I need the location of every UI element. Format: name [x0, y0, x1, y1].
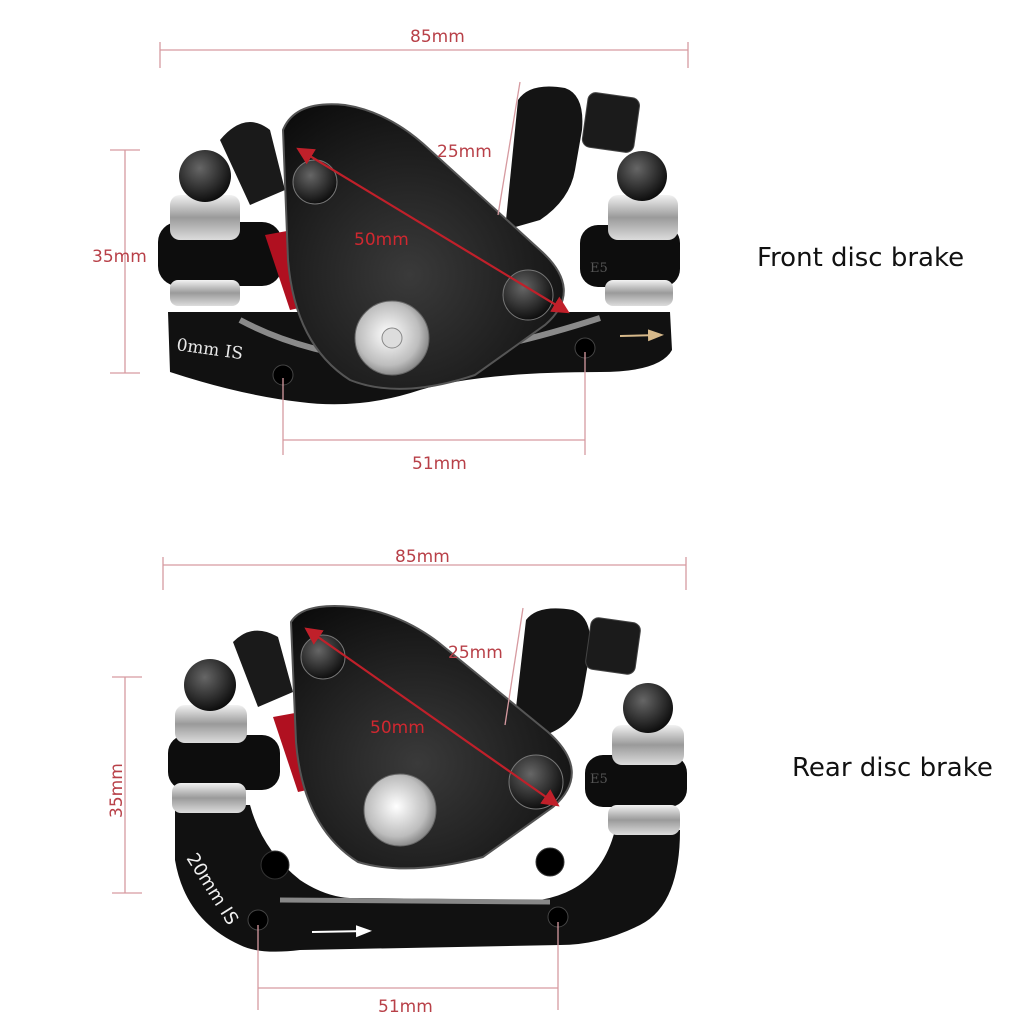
bolt-head-icon	[623, 683, 673, 733]
center-bolt-icon	[363, 773, 437, 847]
cable-clamp	[220, 122, 285, 205]
front-brake: 0mm IS E5	[158, 150, 680, 405]
rear-diagonal-label: 50mm	[370, 718, 425, 738]
front-caption: Front disc brake	[757, 243, 964, 273]
spacer	[612, 725, 684, 765]
spacer	[172, 783, 246, 813]
spacer	[608, 805, 680, 835]
pivot-screw-icon	[292, 159, 338, 205]
spacer	[605, 280, 673, 306]
cable-clamp	[233, 630, 293, 707]
spacer	[608, 195, 678, 240]
bolt-head-icon	[179, 150, 231, 202]
rear-brake: 20mm IS E5	[168, 659, 687, 952]
front-diagonal-label: 50mm	[354, 230, 409, 250]
left-mount-block	[168, 735, 280, 790]
rear-mount-label: 51mm	[378, 997, 433, 1017]
spacer	[170, 280, 240, 306]
right-mount-block	[585, 755, 687, 807]
front-width-label: 85mm	[410, 27, 465, 47]
bolt-head-icon	[184, 659, 236, 711]
rear-dimensions: 85mm 35mm 25mm 50mm 51mm	[107, 547, 687, 1017]
front-mount-label: 51mm	[412, 454, 467, 474]
front-badge: E5	[590, 261, 608, 276]
rear-adapter-edge	[279, 897, 551, 905]
rear-caption: Rear disc brake	[792, 753, 993, 783]
mount-hole	[260, 850, 290, 880]
spacer	[175, 705, 247, 743]
direction-arrow	[619, 329, 664, 342]
front-arm-label: 25mm	[437, 142, 492, 162]
bolt-head-icon	[617, 151, 667, 201]
rear-caliper-body	[233, 605, 641, 870]
center-bolt-hex	[381, 327, 403, 349]
rear-arm-label: 25mm	[448, 643, 503, 663]
spacer	[170, 195, 240, 240]
rear-width-label: 85mm	[395, 547, 450, 567]
barrel-adjuster-icon	[581, 92, 640, 153]
cable-arm	[505, 86, 583, 230]
front-dimensions: 85mm 35mm 25mm 50mm 51mm	[92, 27, 689, 474]
rear-badge: E5	[590, 772, 608, 787]
front-height-label: 35mm	[92, 247, 147, 267]
rear-height-label: 35mm	[107, 763, 127, 818]
barrel-adjuster-icon	[585, 617, 641, 675]
pivot-screw-icon	[508, 754, 564, 810]
mount-hole	[535, 847, 565, 877]
direction-arrow	[311, 925, 372, 938]
right-mount-block	[580, 225, 680, 287]
